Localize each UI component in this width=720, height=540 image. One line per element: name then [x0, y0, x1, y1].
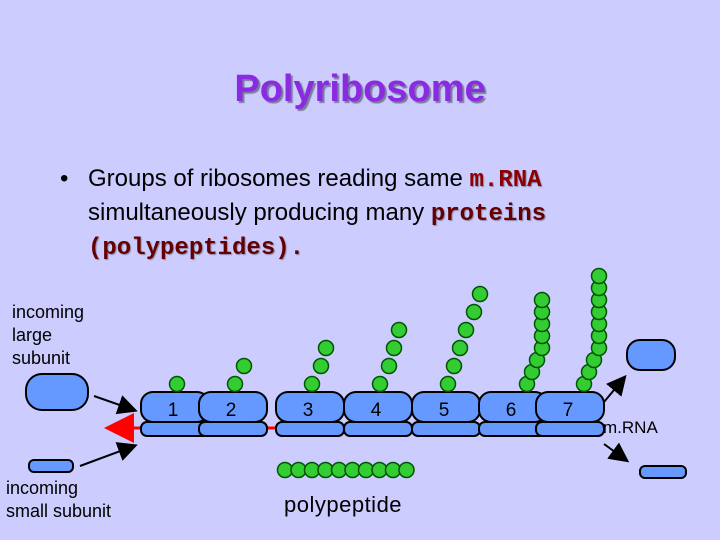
- ribosome-small-subunit: [535, 421, 605, 437]
- ribosome-3: 3: [275, 339, 345, 437]
- amino-acid: [226, 375, 244, 393]
- amino-acid: [303, 375, 321, 393]
- amino-acid: [471, 285, 489, 303]
- bullet-text-part-1: Groups of ribosomes reading same: [88, 165, 470, 192]
- amino-acid: [380, 357, 398, 375]
- amino-acid: [371, 375, 389, 393]
- ribosome-small-subunit: [411, 421, 481, 437]
- ribosome-4: 4: [343, 321, 413, 437]
- ribosome-5: 5: [411, 285, 489, 437]
- amino-acid: [590, 267, 608, 285]
- amino-acid: [317, 339, 335, 357]
- arrow-small-subunit-in: [79, 442, 138, 467]
- large-subunit-label-line-2: large: [12, 325, 53, 345]
- arrow-small-subunit-out: [603, 442, 630, 463]
- small-subunit-label-line-1: incoming: [6, 478, 79, 498]
- arrow-large-subunit-out: [603, 374, 627, 403]
- ribosome-small-subunit: [275, 421, 345, 437]
- ribosome-small-subunit: [343, 421, 413, 437]
- amino-acid: [390, 321, 408, 339]
- bullet-text-proteins: proteins (polypeptides).: [88, 201, 547, 262]
- bullet-text-mrna: m.RNA: [469, 167, 542, 194]
- ribosome-6: 6: [478, 291, 551, 437]
- large-subunit-label-line-1: incoming: [12, 302, 85, 322]
- amino-acid: [533, 291, 551, 309]
- ribosome-number: 6: [506, 400, 517, 421]
- ribosome-number: 3: [303, 400, 314, 421]
- ribosome-number: 7: [563, 400, 574, 421]
- amino-acid: [398, 461, 415, 479]
- amino-acid: [445, 357, 463, 375]
- polypeptide-label: polypeptide: [284, 492, 403, 517]
- amino-acid: [168, 375, 186, 393]
- large-subunit-label-line-3: subunit: [12, 348, 71, 368]
- amino-acid: [439, 375, 457, 393]
- incoming-small-subunit-left: [28, 459, 74, 473]
- small-subunit-label-line-2: small subunit: [6, 501, 112, 521]
- large-subunit-label: incoming large subunit: [12, 301, 84, 370]
- ribosome-number: 5: [439, 400, 450, 421]
- mrna-label: m.RNA: [603, 418, 658, 437]
- bullet-text-part-3: simultaneously producing many: [88, 199, 431, 226]
- ribosome-small-subunit: [198, 421, 268, 437]
- amino-acid: [457, 321, 475, 339]
- amino-acid: [385, 339, 403, 357]
- ribosome-2: 2: [198, 357, 268, 437]
- released-small-subunit-right: [639, 465, 687, 479]
- ribosome-number: 1: [168, 400, 179, 421]
- ribosomes-group: 1 2 3 4 5 6 7: [140, 267, 608, 437]
- amino-acid: [451, 339, 469, 357]
- ribosome-7: 7: [535, 267, 608, 437]
- ribosome-1: 1: [140, 375, 210, 437]
- amino-acid: [312, 357, 330, 375]
- incoming-large-subunit-left: [25, 373, 89, 411]
- small-subunit-label: incoming small subunit: [6, 477, 111, 523]
- amino-acid: [465, 303, 483, 321]
- released-large-subunit-right: [626, 339, 676, 371]
- ribosome-number: 2: [226, 400, 237, 421]
- arrow-large-subunit-in: [93, 395, 138, 415]
- bullet-text: Groups of ribosomes reading same m.RNA s…: [88, 163, 688, 265]
- ribosome-large-subunit: [535, 391, 605, 423]
- amino-acid: [235, 357, 253, 375]
- ribosome-number: 4: [371, 400, 382, 421]
- slide-title: Polyribosome: [234, 68, 486, 110]
- released-polypeptide: [276, 461, 415, 479]
- bullet-symbol: •: [60, 165, 69, 192]
